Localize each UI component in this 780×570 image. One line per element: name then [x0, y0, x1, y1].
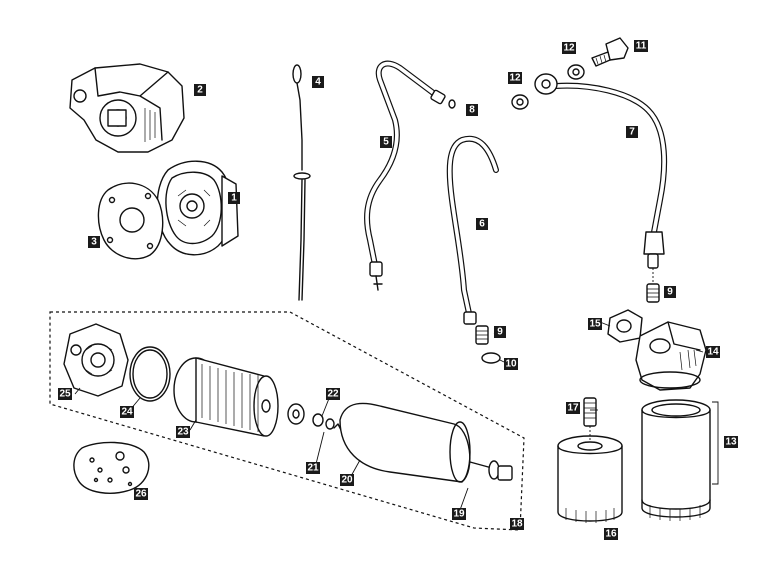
callout-10: 10	[504, 358, 518, 370]
adaptor-plate-26	[73, 441, 150, 494]
pump-gasket	[97, 182, 164, 260]
union-fitting-9-upper	[646, 283, 660, 303]
svg-text:16: 16	[605, 529, 617, 540]
svg-text:12: 12	[509, 73, 521, 84]
callout-12-left: 12	[508, 72, 522, 84]
breather-pipe-5	[364, 60, 446, 291]
callout-25: 25	[58, 388, 72, 400]
callout-19: 19	[452, 508, 466, 520]
pressure-pipe-7	[553, 82, 668, 286]
callout-20: 20	[340, 474, 354, 486]
dipstick	[292, 64, 311, 301]
callout-1: 1	[228, 192, 240, 204]
filter-cartridge-16	[557, 435, 623, 523]
callout-2: 2	[194, 84, 206, 96]
callout-7: 7	[626, 126, 638, 138]
svg-text:14: 14	[707, 347, 719, 358]
callout-24: 24	[120, 406, 134, 418]
callout-21: 21	[306, 462, 320, 474]
svg-text:20: 20	[341, 475, 353, 486]
filter-head-gasket	[607, 309, 643, 343]
pump-cover	[156, 160, 239, 256]
svg-text:1: 1	[231, 193, 237, 204]
callout-16: 16	[604, 528, 618, 540]
svg-text:15: 15	[589, 319, 601, 330]
callout-17: 17	[566, 402, 580, 414]
fitting-8	[448, 99, 456, 109]
callout-15: 15	[588, 318, 602, 330]
svg-text:18: 18	[511, 519, 523, 530]
svg-text:8: 8	[469, 105, 475, 116]
callout-6: 6	[476, 218, 488, 230]
svg-text:11: 11	[636, 41, 647, 52]
banjo-union	[534, 73, 558, 95]
callout-14: 14	[706, 346, 720, 358]
svg-text:4: 4	[315, 77, 321, 88]
union-fitting-9-lower	[475, 325, 489, 345]
washer-12-left	[511, 94, 529, 110]
filter-kit-boundary	[49, 311, 525, 531]
callout-12-top: 12	[562, 42, 576, 54]
svg-text:12: 12	[563, 43, 575, 54]
callout-4: 4	[312, 76, 324, 88]
callout-5: 5	[380, 136, 392, 148]
svg-text:6: 6	[479, 219, 485, 230]
svg-text:13: 13	[725, 437, 737, 448]
svg-text:3: 3	[91, 237, 97, 248]
centre-bolt-19	[469, 460, 513, 481]
svg-text:2: 2	[197, 85, 203, 96]
svg-text:9: 9	[497, 327, 503, 338]
svg-text:19: 19	[453, 509, 465, 520]
callout-26: 26	[134, 488, 148, 500]
svg-text:26: 26	[135, 489, 147, 500]
filter-canister-13	[641, 399, 719, 521]
callout-11: 11	[634, 40, 648, 52]
washer-12-top	[567, 64, 585, 80]
callout-8: 8	[466, 104, 478, 116]
oil-pipe-6	[446, 135, 499, 325]
svg-text:23: 23	[177, 427, 189, 438]
callout-18: 18	[510, 518, 524, 530]
filter-head	[635, 321, 707, 391]
svg-text:10: 10	[505, 359, 517, 370]
centre-stud-17	[583, 397, 597, 442]
callout-23: 23	[176, 426, 190, 438]
banjo-bolt-11	[591, 37, 629, 67]
svg-text:9: 9	[667, 287, 673, 298]
seal-washer-22	[287, 403, 335, 430]
callout-9-upper: 9	[664, 286, 676, 298]
svg-text:24: 24	[121, 407, 133, 418]
callout-13: 13	[724, 436, 738, 448]
svg-text:21: 21	[307, 463, 319, 474]
svg-text:25: 25	[59, 389, 71, 400]
filter-bowl-20	[339, 402, 471, 483]
filter-mounting-head	[63, 323, 129, 397]
svg-text:17: 17	[567, 403, 579, 414]
sealing-ring-10	[481, 352, 501, 364]
svg-text:22: 22	[327, 389, 339, 400]
oil-pump-housing	[69, 63, 185, 153]
filter-element-23	[173, 357, 279, 437]
svg-text:7: 7	[629, 127, 635, 138]
callout-22: 22	[326, 388, 340, 400]
callout-9-lower: 9	[494, 326, 506, 338]
callout-3: 3	[88, 236, 100, 248]
svg-text:5: 5	[383, 137, 389, 148]
o-ring-24	[129, 346, 171, 402]
